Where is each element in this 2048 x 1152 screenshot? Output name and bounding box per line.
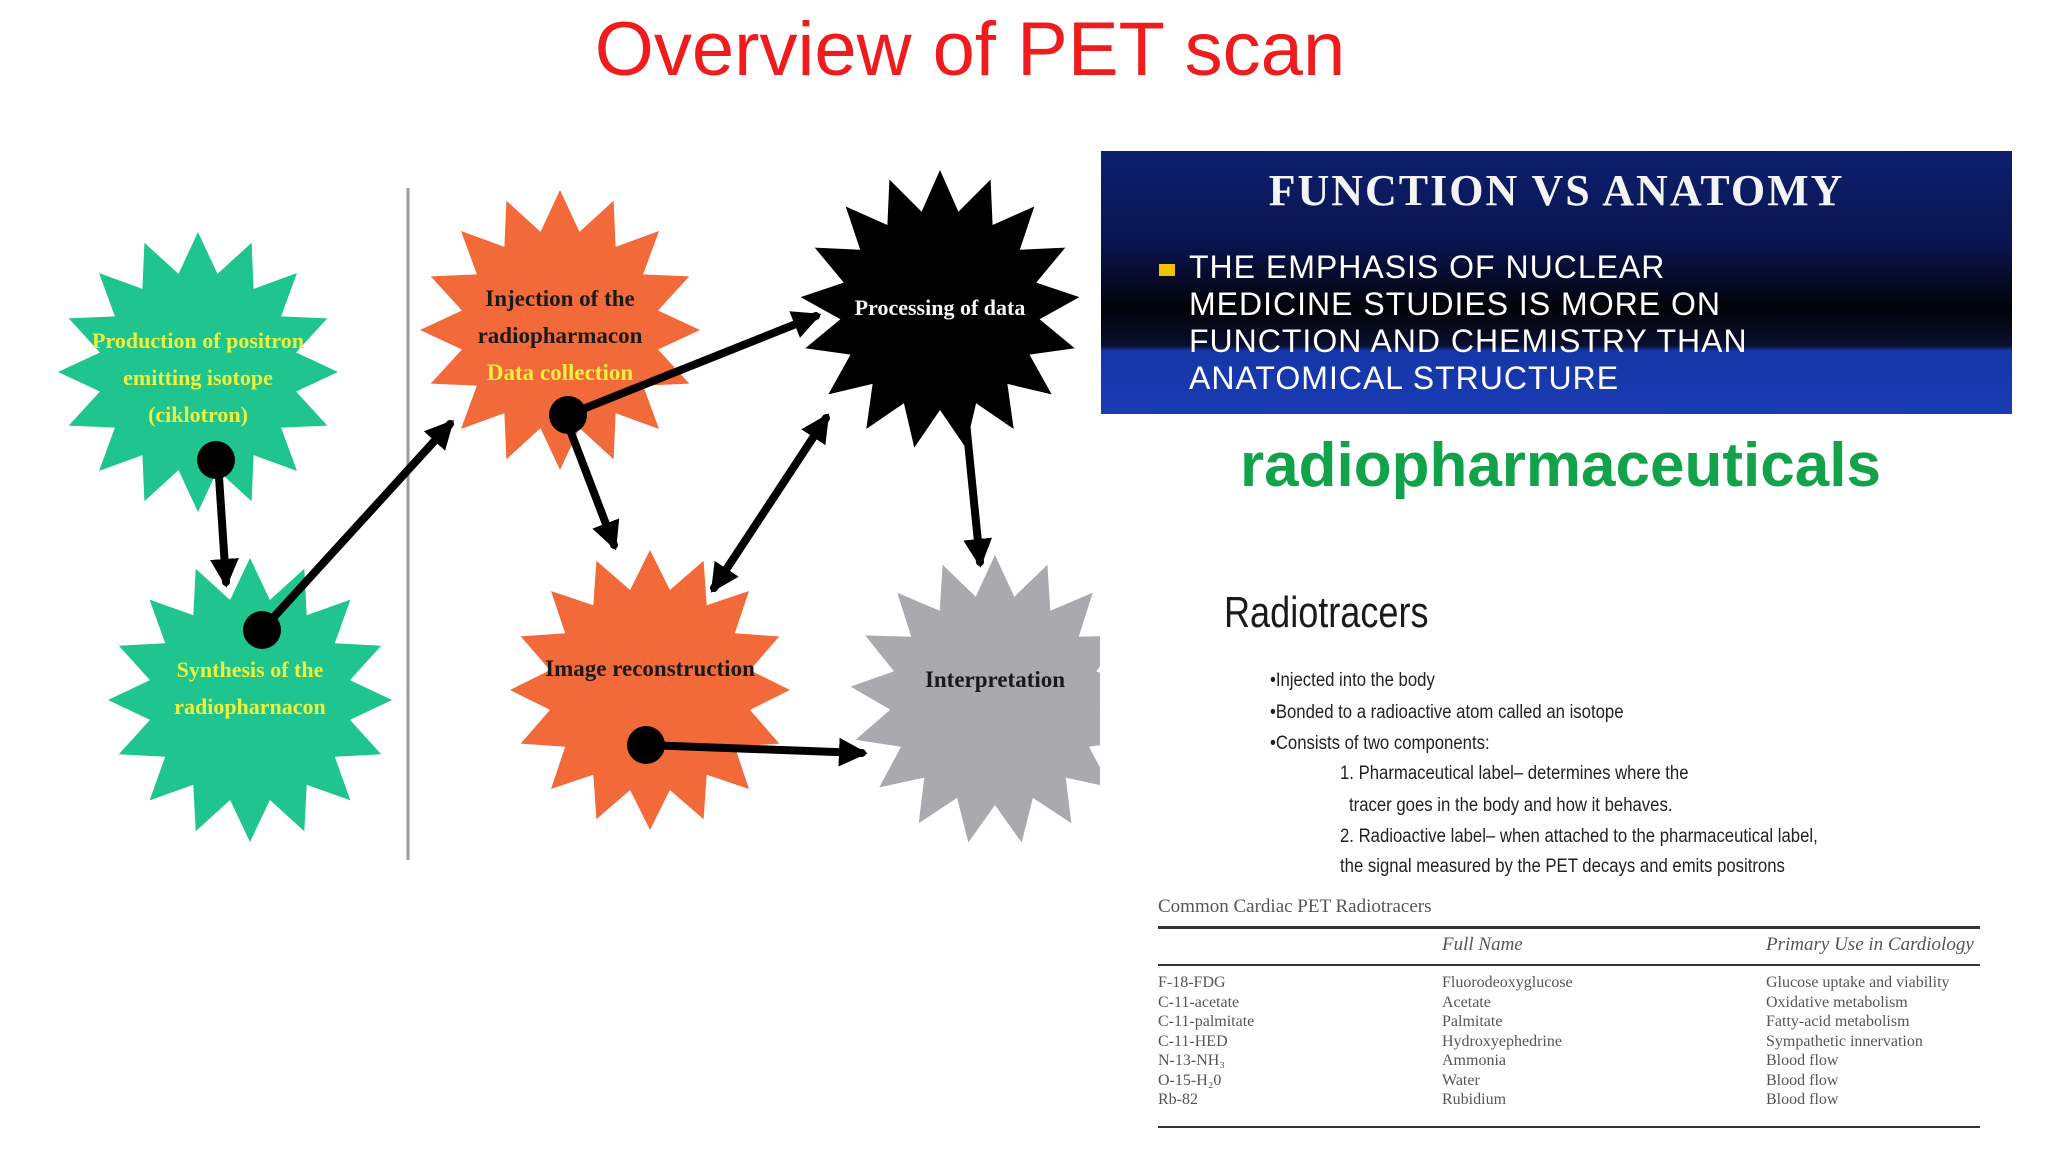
starburst-synthesis bbox=[108, 558, 392, 842]
starburst-processing bbox=[800, 170, 1080, 448]
node-label-production: Production of positron bbox=[92, 328, 304, 353]
radiopharmaceuticals-heading: radiopharmaceuticals bbox=[1240, 431, 1881, 500]
table-cell: Blood flow bbox=[1766, 1052, 1839, 1069]
table-rule-bottom bbox=[1158, 1126, 1980, 1128]
arrow-synthesis-to-injection bbox=[258, 419, 454, 634]
node-label-processing: Processing of data bbox=[855, 295, 1026, 320]
table-cell: Ammonia bbox=[1442, 1052, 1506, 1069]
table-cell: Glucose uptake and viability bbox=[1766, 974, 1950, 991]
table-cell: C-11-acetate bbox=[1158, 993, 1240, 1011]
node-label-data-collection: Data collection bbox=[487, 360, 633, 385]
table-cell: Fatty-acid metabolism bbox=[1766, 1013, 1910, 1030]
table-cell: N-13-NH₃ bbox=[1158, 1052, 1225, 1069]
node-dot bbox=[197, 441, 235, 479]
node-label-injection: radiopharmacon bbox=[478, 323, 643, 348]
node-dot bbox=[243, 611, 281, 649]
table-cell: Rubidium bbox=[1442, 1091, 1507, 1108]
node-label-reconstruction: Image reconstruction bbox=[545, 656, 755, 681]
table-cell: C-11-HED bbox=[1158, 1032, 1228, 1050]
numbered-item-continuation: tracer goes in the body and how it behav… bbox=[1349, 795, 1673, 816]
table-cell: Hydroxyephedrine bbox=[1442, 1032, 1562, 1050]
table-cell: Blood flow bbox=[1766, 1071, 1839, 1089]
column-header-full-name: Full Name bbox=[1442, 934, 1523, 955]
table-cell: Blood flow bbox=[1766, 1091, 1839, 1108]
square-bullet-icon bbox=[1159, 264, 1175, 276]
starburst-injection bbox=[420, 190, 700, 470]
numbered-item-continuation: the signal measured by the PET decays an… bbox=[1340, 856, 1785, 877]
arrow-processing-to-interpretation bbox=[962, 418, 993, 568]
table-cell: Rb-82 bbox=[1158, 1091, 1198, 1108]
arrow-injection-to-processing bbox=[564, 311, 822, 419]
slide-title: Overview of PET scan bbox=[594, 7, 1346, 92]
table-cell: F-18-FDG bbox=[1158, 974, 1226, 991]
panel-line: MEDICINE STUDIES IS MORE ON bbox=[1189, 286, 1721, 322]
panel-text: THE EMPHASIS OF NUCLEAR MEDICINE STUDIES… bbox=[1189, 249, 1989, 397]
numbered-item: 2. Radioactive label– when attached to t… bbox=[1340, 826, 1818, 847]
pet-workflow-diagram: Production of positron emitting isotope (c… bbox=[58, 170, 1100, 860]
function-vs-anatomy-panel: FUNCTION VS ANATOMY THE EMPHASIS OF NUCL… bbox=[1101, 151, 2012, 414]
table-cell: Palmitate bbox=[1442, 1013, 1503, 1030]
table-cell: Sympathetic innervation bbox=[1766, 1032, 1923, 1050]
starburst-production bbox=[58, 232, 338, 512]
column-header-primary-use: Primary Use in Cardiology bbox=[1766, 934, 1974, 955]
numbered-item: 1. Pharmaceutical label– determines wher… bbox=[1340, 763, 1689, 784]
starburst-interpretation bbox=[850, 555, 1100, 843]
table-caption: Common Cardiac PET Radiotracers bbox=[1158, 896, 1432, 917]
panel-line: ANATOMICAL STRUCTURE bbox=[1189, 360, 1620, 396]
bullet-item: •Injected into the body bbox=[1270, 670, 1435, 691]
bullet-item: •Consists of two components: bbox=[1270, 733, 1490, 754]
primary-use-column: Glucose uptake and viability Oxidative m… bbox=[1766, 973, 1950, 1110]
node-label-injection: Injection of the bbox=[485, 286, 634, 311]
node-dot bbox=[549, 396, 587, 434]
arrow-injection-to-reconstruction bbox=[566, 426, 620, 551]
tracer-column: F-18-FDG C-11-acetate C-11-palmitate C-1… bbox=[1158, 973, 1254, 1110]
node-label-production: (ciklotron) bbox=[148, 402, 248, 427]
node-dot bbox=[627, 726, 665, 764]
table-cell: O-15-H₂0 bbox=[1158, 1071, 1222, 1089]
radiotracers-title: Radiotracers bbox=[1224, 588, 1429, 637]
table-rule-header bbox=[1158, 964, 1980, 966]
arrow-reconstruction-to-interpretation bbox=[642, 737, 868, 767]
arrow-reconstruction-processing bbox=[710, 413, 830, 593]
starburst-reconstruction bbox=[510, 550, 790, 830]
node-label-synthesis: Synthesis of the bbox=[177, 657, 324, 682]
node-label-interpretation: Interpretation bbox=[925, 667, 1065, 692]
node-label-production: emitting isotope bbox=[123, 365, 273, 390]
bullet-item: •Bonded to a radioactive atom called an … bbox=[1270, 702, 1624, 723]
table-cell: Acetate bbox=[1442, 993, 1491, 1011]
node-label-synthesis: radiopharnacon bbox=[174, 694, 326, 719]
table-rule-top bbox=[1158, 926, 1980, 929]
full-name-column: Fluorodeoxyglucose Acetate Palmitate Hyd… bbox=[1442, 973, 1573, 1110]
table-cell: Fluorodeoxyglucose bbox=[1442, 974, 1573, 991]
arrow-production-to-synthesis bbox=[210, 458, 239, 588]
panel-line: FUNCTION AND CHEMISTRY THAN bbox=[1189, 323, 1748, 359]
panel-line: THE EMPHASIS OF NUCLEAR bbox=[1189, 249, 1666, 285]
table-cell: Water bbox=[1442, 1071, 1480, 1089]
panel-title: FUNCTION VS ANATOMY bbox=[1268, 166, 1845, 215]
table-cell: C-11-palmitate bbox=[1158, 1013, 1255, 1030]
table-cell: Oxidative metabolism bbox=[1766, 993, 1908, 1011]
